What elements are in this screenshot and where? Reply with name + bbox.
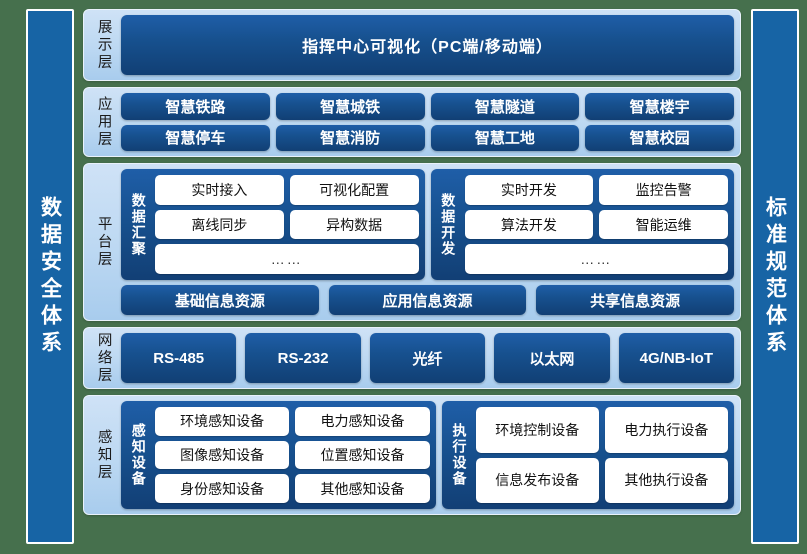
group-data-development: 数据开发 实时开发 监控告警 算法开发 智能运维 — [430, 169, 734, 280]
item-data-aggregation-more[interactable]: …… — [155, 244, 419, 275]
item-power-actuator-device[interactable]: 电力执行设备 — [604, 407, 728, 453]
data-development-row-2: 算法开发 智能运维 — [464, 209, 728, 240]
layer-network-label: 网络层 — [90, 331, 116, 385]
display-item-command-center[interactable]: 指挥中心可视化（PC端/移动端） — [121, 15, 734, 75]
group-data-development-title: 数据开发 — [437, 175, 459, 274]
layer-stack: 展示层 指挥中心可视化（PC端/移动端） 应用层 智慧铁路 智慧城铁 智慧隧道 … — [83, 9, 741, 544]
item-realtime-development[interactable]: 实时开发 — [464, 175, 594, 205]
app-item-smart-railway[interactable]: 智慧铁路 — [121, 93, 270, 120]
item-environment-control-device[interactable]: 环境控制设备 — [475, 407, 599, 453]
sensing-row-3: 身份感知设备 其他感知设备 — [155, 474, 430, 504]
layer-application-label: 应用层 — [90, 93, 116, 151]
group-actuator-devices-title-text: 执行设备 — [451, 423, 468, 487]
group-actuator-devices-title: 执行设备 — [448, 407, 470, 503]
app-item-smart-firefighting[interactable]: 智慧消防 — [275, 124, 425, 151]
item-other-sensing-device[interactable]: 其他感知设备 — [295, 474, 430, 504]
group-data-development-grid: 实时开发 监控告警 算法开发 智能运维 …… — [464, 175, 728, 275]
item-information-release-device[interactable]: 信息发布设备 — [475, 457, 599, 503]
layer-display: 展示层 指挥中心可视化（PC端/移动端） — [83, 9, 741, 81]
layer-platform-label: 平台层 — [90, 169, 116, 315]
application-row-2: 智慧停车 智慧消防 智慧工地 智慧校园 — [121, 124, 734, 151]
app-item-smart-tunnel[interactable]: 智慧隧道 — [430, 93, 580, 120]
network-item-rs485[interactable]: RS-485 — [121, 333, 237, 383]
actuator-row-2: 信息发布设备 其他执行设备 — [475, 457, 728, 503]
item-location-sensing-device[interactable]: 位置感知设备 — [295, 440, 430, 470]
right-pillar-label: 标准规范体系 — [763, 195, 787, 358]
app-item-smart-construction-site[interactable]: 智慧工地 — [430, 124, 580, 151]
application-row-1: 智慧铁路 智慧城铁 智慧隧道 智慧楼宇 — [121, 93, 734, 120]
item-realtime-ingest[interactable]: 实时接入 — [155, 175, 284, 205]
left-pillar-data-security: 数据安全体系 — [26, 9, 74, 544]
item-visual-configuration[interactable]: 可视化配置 — [289, 175, 419, 205]
layer-network-body: RS-485 RS-232 光纤 以太网 4G/NB-IoT — [121, 333, 735, 383]
group-actuator-devices: 执行设备 环境控制设备 电力执行设备 信息发布设备 其他执行设备 — [441, 401, 734, 509]
group-sensing-devices-grid: 环境感知设备 电力感知设备 图像感知设备 位置感知设备 身份感知设备 其他感知设… — [155, 407, 430, 504]
item-intelligent-operations[interactable]: 智能运维 — [599, 209, 728, 240]
resource-application-information[interactable]: 应用信息资源 — [328, 285, 527, 315]
group-sensing-devices-title: 感知设备 — [127, 407, 149, 503]
layer-display-label-text: 展示层 — [95, 18, 112, 72]
layer-display-body: 指挥中心可视化（PC端/移动端） — [121, 15, 734, 75]
platform-resource-row: 基础信息资源 应用信息资源 共享信息资源 — [121, 285, 735, 315]
app-item-smart-building[interactable]: 智慧楼宇 — [585, 93, 734, 120]
item-image-sensing-device[interactable]: 图像感知设备 — [155, 440, 290, 470]
app-item-smart-parking[interactable]: 智慧停车 — [121, 124, 270, 151]
data-development-row-3: …… — [464, 244, 728, 275]
layer-platform: 平台层 数据汇聚 实时接入 可视化配置 — [83, 163, 741, 321]
item-other-actuator-device[interactable]: 其他执行设备 — [604, 457, 728, 503]
network-item-rs232[interactable]: RS-232 — [245, 333, 361, 383]
sensing-row-1: 环境感知设备 电力感知设备 — [155, 407, 430, 436]
left-pillar-label: 数据安全体系 — [38, 195, 62, 358]
app-item-smart-campus[interactable]: 智慧校园 — [585, 124, 734, 151]
resource-shared-information[interactable]: 共享信息资源 — [536, 285, 735, 315]
layer-application-label-text: 应用层 — [95, 95, 112, 149]
resource-basic-information[interactable]: 基础信息资源 — [121, 285, 319, 315]
layer-network-label-text: 网络层 — [95, 331, 112, 385]
layer-perception-label: 感知层 — [90, 401, 116, 509]
actuator-row-1: 环境控制设备 电力执行设备 — [475, 407, 728, 453]
network-item-4g-nbiot[interactable]: 4G/NB-IoT — [618, 333, 735, 383]
layer-perception-body: 感知设备 环境感知设备 电力感知设备 图像感知设备 位置感知设备 — [121, 401, 734, 509]
group-data-aggregation-grid: 实时接入 可视化配置 离线同步 异构数据 …… — [155, 175, 419, 275]
group-data-aggregation: 数据汇聚 实时接入 可视化配置 离线同步 异构数据 — [121, 169, 425, 280]
sensing-row-2: 图像感知设备 位置感知设备 — [155, 440, 430, 470]
group-data-development-title-text: 数据开发 — [440, 192, 457, 257]
layer-platform-label-text: 平台层 — [95, 215, 112, 269]
layer-application: 应用层 智慧铁路 智慧城铁 智慧隧道 智慧楼宇 智慧停车 智慧消防 智慧工地 智… — [83, 87, 741, 157]
item-identity-sensing-device[interactable]: 身份感知设备 — [155, 474, 290, 504]
app-item-smart-urban-rail[interactable]: 智慧城铁 — [275, 93, 425, 120]
right-pillar-standards: 标准规范体系 — [751, 9, 799, 544]
item-monitoring-alarm[interactable]: 监控告警 — [599, 175, 728, 205]
network-row: RS-485 RS-232 光纤 以太网 4G/NB-IoT — [121, 333, 735, 383]
group-sensing-devices-title-text: 感知设备 — [130, 423, 147, 487]
item-algorithm-development[interactable]: 算法开发 — [464, 209, 594, 240]
perception-groups: 感知设备 环境感知设备 电力感知设备 图像感知设备 位置感知设备 — [121, 401, 734, 509]
item-data-development-more[interactable]: …… — [464, 244, 728, 275]
item-heterogeneous-data[interactable]: 异构数据 — [289, 209, 419, 240]
network-item-ethernet[interactable]: 以太网 — [494, 333, 610, 383]
data-aggregation-row-3: …… — [155, 244, 419, 275]
layer-platform-body: 数据汇聚 实时接入 可视化配置 离线同步 异构数据 — [121, 169, 735, 315]
layer-perception: 感知层 感知设备 环境感知设备 电力感知设备 — [83, 395, 741, 515]
data-aggregation-row-1: 实时接入 可视化配置 — [155, 175, 419, 205]
data-development-row-1: 实时开发 监控告警 — [464, 175, 728, 205]
data-aggregation-row-2: 离线同步 异构数据 — [155, 209, 419, 240]
group-data-aggregation-title: 数据汇聚 — [127, 175, 149, 274]
layer-perception-label-text: 感知层 — [95, 428, 112, 482]
layer-network: 网络层 RS-485 RS-232 光纤 以太网 4G/NB-IoT — [83, 327, 741, 389]
group-data-aggregation-title-text: 数据汇聚 — [130, 192, 147, 257]
network-item-optical-fiber[interactable]: 光纤 — [369, 333, 486, 383]
group-actuator-devices-grid: 环境控制设备 电力执行设备 信息发布设备 其他执行设备 — [475, 407, 728, 503]
item-power-sensing-device[interactable]: 电力感知设备 — [295, 407, 430, 436]
item-environment-sensing-device[interactable]: 环境感知设备 — [155, 407, 290, 436]
platform-groups: 数据汇聚 实时接入 可视化配置 离线同步 异构数据 — [121, 169, 734, 280]
layer-application-body: 智慧铁路 智慧城铁 智慧隧道 智慧楼宇 智慧停车 智慧消防 智慧工地 智慧校园 — [121, 93, 734, 151]
item-offline-sync[interactable]: 离线同步 — [155, 209, 284, 240]
layer-display-label: 展示层 — [90, 15, 116, 75]
group-sensing-devices: 感知设备 环境感知设备 电力感知设备 图像感知设备 位置感知设备 — [121, 401, 436, 509]
